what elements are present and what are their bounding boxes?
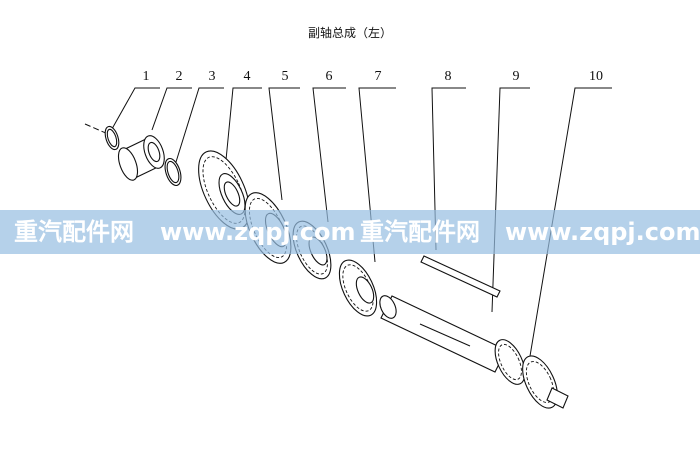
watermark-url-left: www.zqpj.com <box>160 218 356 246</box>
watermark-banner: 重汽配件网 www.zqpj.com 重汽配件网 www.zqpj.com <box>0 210 700 254</box>
watermark-url-right: www.zqpj.com <box>505 218 700 246</box>
leader-line-4 <box>225 87 262 161</box>
diagram-title: 副轴总成（左） <box>307 26 392 40</box>
leader-line-10 <box>527 87 612 369</box>
callout-numbers: 1 2 3 4 5 6 7 8 9 10 <box>143 69 604 84</box>
part-8-key <box>420 255 501 298</box>
leader-line-2 <box>151 87 192 131</box>
leader-line-6 <box>312 87 346 223</box>
part-3-snap-ring <box>164 157 182 187</box>
callout-10: 10 <box>589 69 603 84</box>
leader-line-1 <box>107 87 160 137</box>
callout-6: 6 <box>326 69 333 84</box>
leader-line-9 <box>491 87 530 313</box>
part-1-snap-ring <box>104 125 120 151</box>
leader-line-7 <box>358 87 396 263</box>
watermark-brand-right: 重汽配件网 <box>360 218 480 246</box>
callout-5: 5 <box>282 69 289 84</box>
callout-7: 7 <box>375 69 382 84</box>
axis-centerline <box>84 123 109 135</box>
callout-9: 9 <box>513 69 520 84</box>
callout-4: 4 <box>244 69 251 84</box>
callout-1: 1 <box>143 69 150 84</box>
callout-8: 8 <box>445 69 452 84</box>
part-4-gear <box>198 150 250 230</box>
leader-line-5 <box>268 87 300 201</box>
part-7-gear <box>338 259 378 317</box>
callout-3: 3 <box>209 69 216 84</box>
leader-line-3 <box>175 87 224 163</box>
callout-2: 2 <box>176 69 183 84</box>
leader-line-8 <box>431 87 466 251</box>
watermark-brand-left: 重汽配件网 <box>14 218 134 246</box>
part-2-bearing <box>117 135 165 181</box>
part-10-countershaft <box>379 295 569 409</box>
